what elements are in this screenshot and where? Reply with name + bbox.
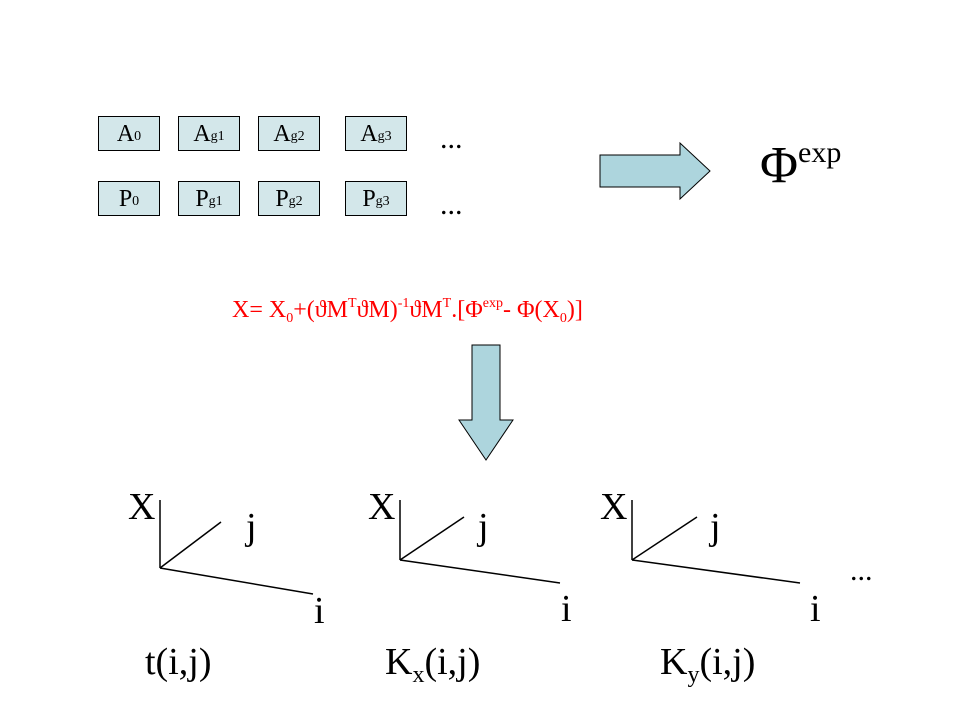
ellipsis-p-row: ... — [440, 188, 463, 221]
axis-label-j-3: j — [710, 506, 721, 548]
formula-part: - Φ(X — [502, 297, 560, 323]
box-subscript: 0 — [134, 128, 142, 144]
axes-2 — [399, 500, 561, 584]
function-sub: x — [412, 662, 425, 688]
axis-label-j-2: j — [478, 506, 489, 548]
axis-label-i-3: i — [810, 588, 821, 630]
box-label: A — [273, 120, 291, 147]
ellipsis-a-row: ... — [440, 122, 463, 155]
box-label: P — [362, 185, 376, 212]
update-formula: X= X0+(ϑMTϑM)-1ϑMT.[Φexp- Φ(X0)] — [232, 296, 583, 326]
axis-i — [159, 567, 314, 595]
axis-i — [631, 559, 801, 584]
box-subscript: g2 — [288, 193, 303, 209]
down-arrow-icon — [458, 344, 514, 461]
axis-label-j-1: j — [246, 506, 257, 548]
box-subscript: g2 — [290, 128, 305, 144]
axis-j — [159, 521, 222, 569]
axes-1 — [159, 500, 314, 595]
formula-part: ϑM) — [356, 297, 398, 323]
function-args: (i,j) — [424, 641, 481, 683]
axis-label-i-1: i — [314, 590, 325, 632]
formula-sub: 0 — [559, 311, 567, 326]
ellipsis-axes: ... — [850, 554, 873, 587]
box-label: P — [118, 185, 133, 212]
axis-j — [399, 516, 465, 561]
formula-part: +(ϑM — [293, 297, 348, 323]
phi-superscript: exp — [798, 136, 842, 169]
box-subscript: g3 — [375, 193, 390, 209]
box-subscript: g1 — [210, 128, 225, 144]
function-base: t(i,j) — [145, 641, 212, 683]
formula-sup: -1 — [397, 296, 410, 311]
box-label: A — [193, 120, 211, 147]
box-subscript: g1 — [208, 193, 223, 209]
axis-i — [399, 559, 561, 584]
function-label-ky: Ky(i,j) — [660, 641, 756, 687]
box-label: P — [195, 185, 209, 212]
box-subscript: 0 — [132, 193, 140, 209]
right-arrow-icon — [599, 141, 711, 201]
function-label-kx: Kx(i,j) — [385, 641, 481, 687]
formula-sub: 0 — [286, 311, 294, 326]
axis-label-x-1: X — [128, 486, 156, 528]
formula-sup: T — [347, 296, 357, 311]
function-base: K — [660, 641, 688, 683]
formula-part: )] — [566, 297, 583, 323]
function-base: K — [385, 641, 413, 683]
formula-part: X= X — [232, 297, 287, 323]
formula-part: ϑM — [409, 297, 443, 323]
formula-sup: exp — [482, 296, 503, 311]
axis-label-x-2: X — [368, 486, 396, 528]
function-args: (i,j) — [699, 641, 756, 683]
axes-3 — [631, 500, 801, 584]
formula-part: .[Φ — [451, 297, 483, 323]
function-label-t: t(i,j) — [145, 643, 211, 681]
box-label: A — [360, 120, 378, 147]
box-subscript: g3 — [377, 128, 392, 144]
function-sub: y — [687, 662, 700, 688]
box-label: A — [116, 120, 135, 147]
axis-label-i-2: i — [561, 588, 572, 630]
formula-sup: T — [442, 296, 452, 311]
box-label: P — [275, 185, 289, 212]
phi-exp-label: Φexp — [760, 137, 841, 194]
phi-symbol: Φ — [760, 137, 799, 194]
axis-label-x-3: X — [600, 486, 628, 528]
axis-j — [631, 516, 698, 561]
